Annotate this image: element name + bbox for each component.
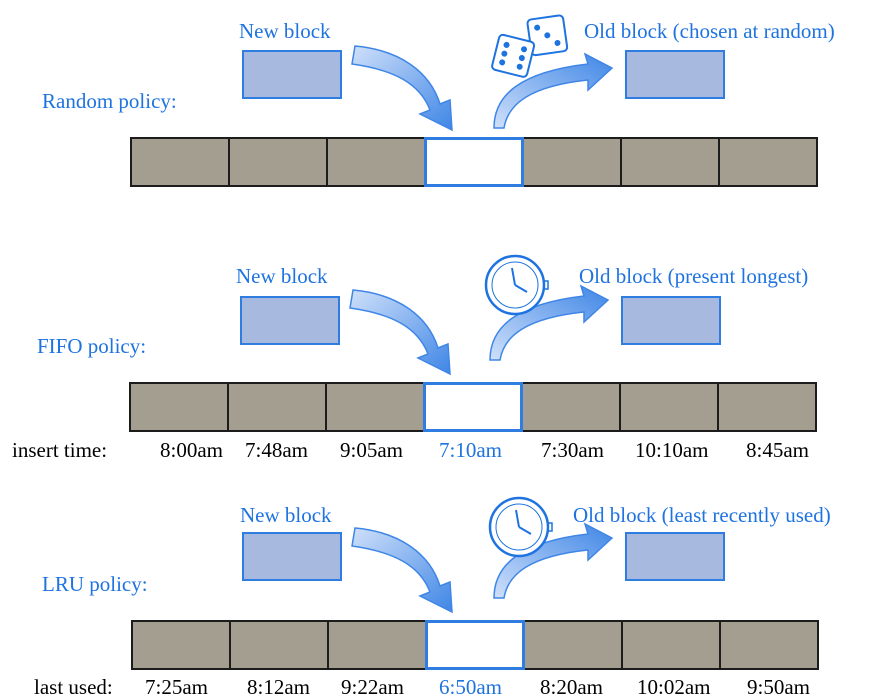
clock-icon (488, 496, 553, 558)
cache-block (131, 620, 231, 670)
old-block (625, 50, 725, 99)
time-value: 8:12am (247, 675, 310, 699)
time-value: 10:10am (635, 438, 709, 462)
new-block-label: New block (239, 19, 331, 43)
new-block-label: New block (240, 503, 332, 527)
evicted-slot (424, 137, 524, 187)
time-value: 7:48am (245, 438, 308, 462)
cache-block (326, 137, 426, 187)
cache-block (522, 137, 622, 187)
new-block (242, 50, 342, 99)
time-value: 8:00am (160, 438, 223, 462)
row-label: last used: (34, 675, 113, 699)
time-value: 7:25am (145, 675, 208, 699)
cache-block (521, 382, 621, 432)
evict-arrow (493, 522, 614, 599)
policy-label: Random policy: (42, 89, 177, 113)
cache-block (227, 382, 327, 432)
cache-block (620, 137, 720, 187)
cache-block (129, 382, 229, 432)
old-block-label: Old block (least recently used) (573, 503, 831, 527)
cache-block (619, 382, 719, 432)
insert-arrow (351, 527, 453, 614)
old-block (625, 532, 725, 581)
time-value-highlighted: 6:50am (439, 675, 502, 699)
old-block-label: Old block (chosen at random) (584, 19, 835, 43)
time-value: 7:30am (541, 438, 604, 462)
dice-icon (491, 14, 569, 78)
evict-arrow (489, 284, 610, 361)
cache-block (718, 137, 818, 187)
cache-row (129, 382, 817, 432)
evicted-slot (425, 620, 525, 670)
evicted-slot (423, 382, 523, 432)
time-value: 9:22am (341, 675, 404, 699)
cache-block (327, 620, 427, 670)
insert-arrow (349, 289, 451, 376)
time-value: 8:20am (540, 675, 603, 699)
cache-block (621, 620, 721, 670)
new-block (242, 532, 342, 581)
old-block-label: Old block (present longest) (579, 264, 809, 288)
time-value-highlighted: 7:10am (439, 438, 502, 462)
cache-block (229, 620, 329, 670)
time-value: 9:50am (747, 675, 810, 699)
policy-label: FIFO policy: (37, 334, 147, 358)
cache-block (130, 137, 230, 187)
cache-row (131, 620, 819, 670)
cache-block (228, 137, 328, 187)
old-block (621, 296, 721, 345)
time-value: 9:05am (340, 438, 403, 462)
new-block-label: New block (236, 264, 328, 288)
insert-times-row: insert time: 8:00am 7:48am 9:05am 7:10am… (0, 440, 883, 464)
evict-arrow (493, 52, 614, 129)
new-block (240, 296, 340, 345)
cache-block (719, 620, 819, 670)
time-value: 8:45am (746, 438, 809, 462)
policy-label: LRU policy: (42, 572, 148, 596)
cache-block (523, 620, 623, 670)
row-label: insert time: (12, 438, 108, 462)
insert-arrow (351, 45, 453, 132)
cache-block (325, 382, 425, 432)
last-used-row: last used: 7:25am 8:12am 9:22am 6:50am 8… (0, 675, 883, 699)
cache-block (717, 382, 817, 432)
cache-row (130, 137, 818, 187)
time-value: 10:02am (637, 675, 711, 699)
clock-icon (484, 254, 549, 316)
